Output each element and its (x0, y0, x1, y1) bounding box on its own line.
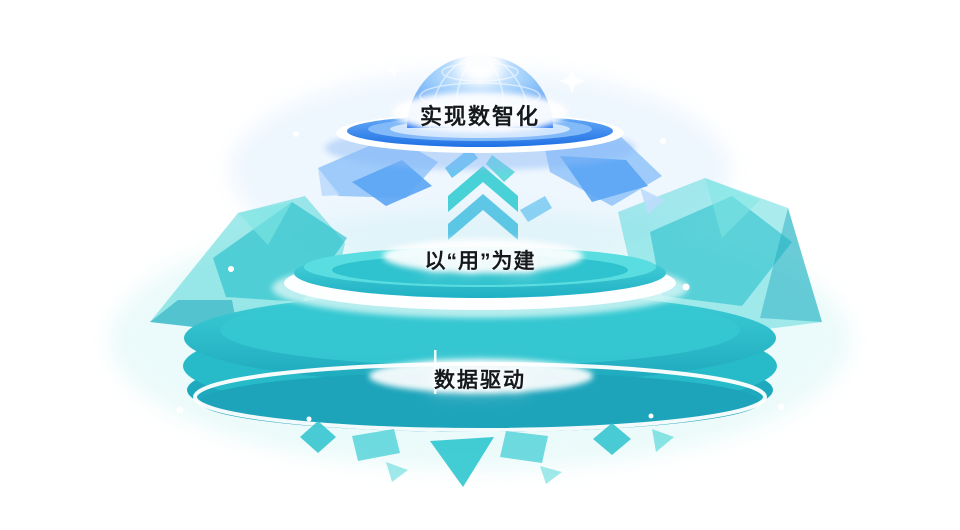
bottom-platform (183, 292, 777, 432)
label-glow-bands (369, 239, 593, 394)
globe-dome-icon (392, 36, 568, 132)
base-shards-icon (300, 421, 674, 487)
white-dots (176, 131, 785, 422)
sparkle-icon (386, 62, 585, 94)
tier-label-top: 实现数智化 (419, 104, 541, 129)
tier-label-middle: 以“用”为建 (424, 250, 536, 273)
tier-label-bottom: 数据驱动 (434, 369, 526, 392)
